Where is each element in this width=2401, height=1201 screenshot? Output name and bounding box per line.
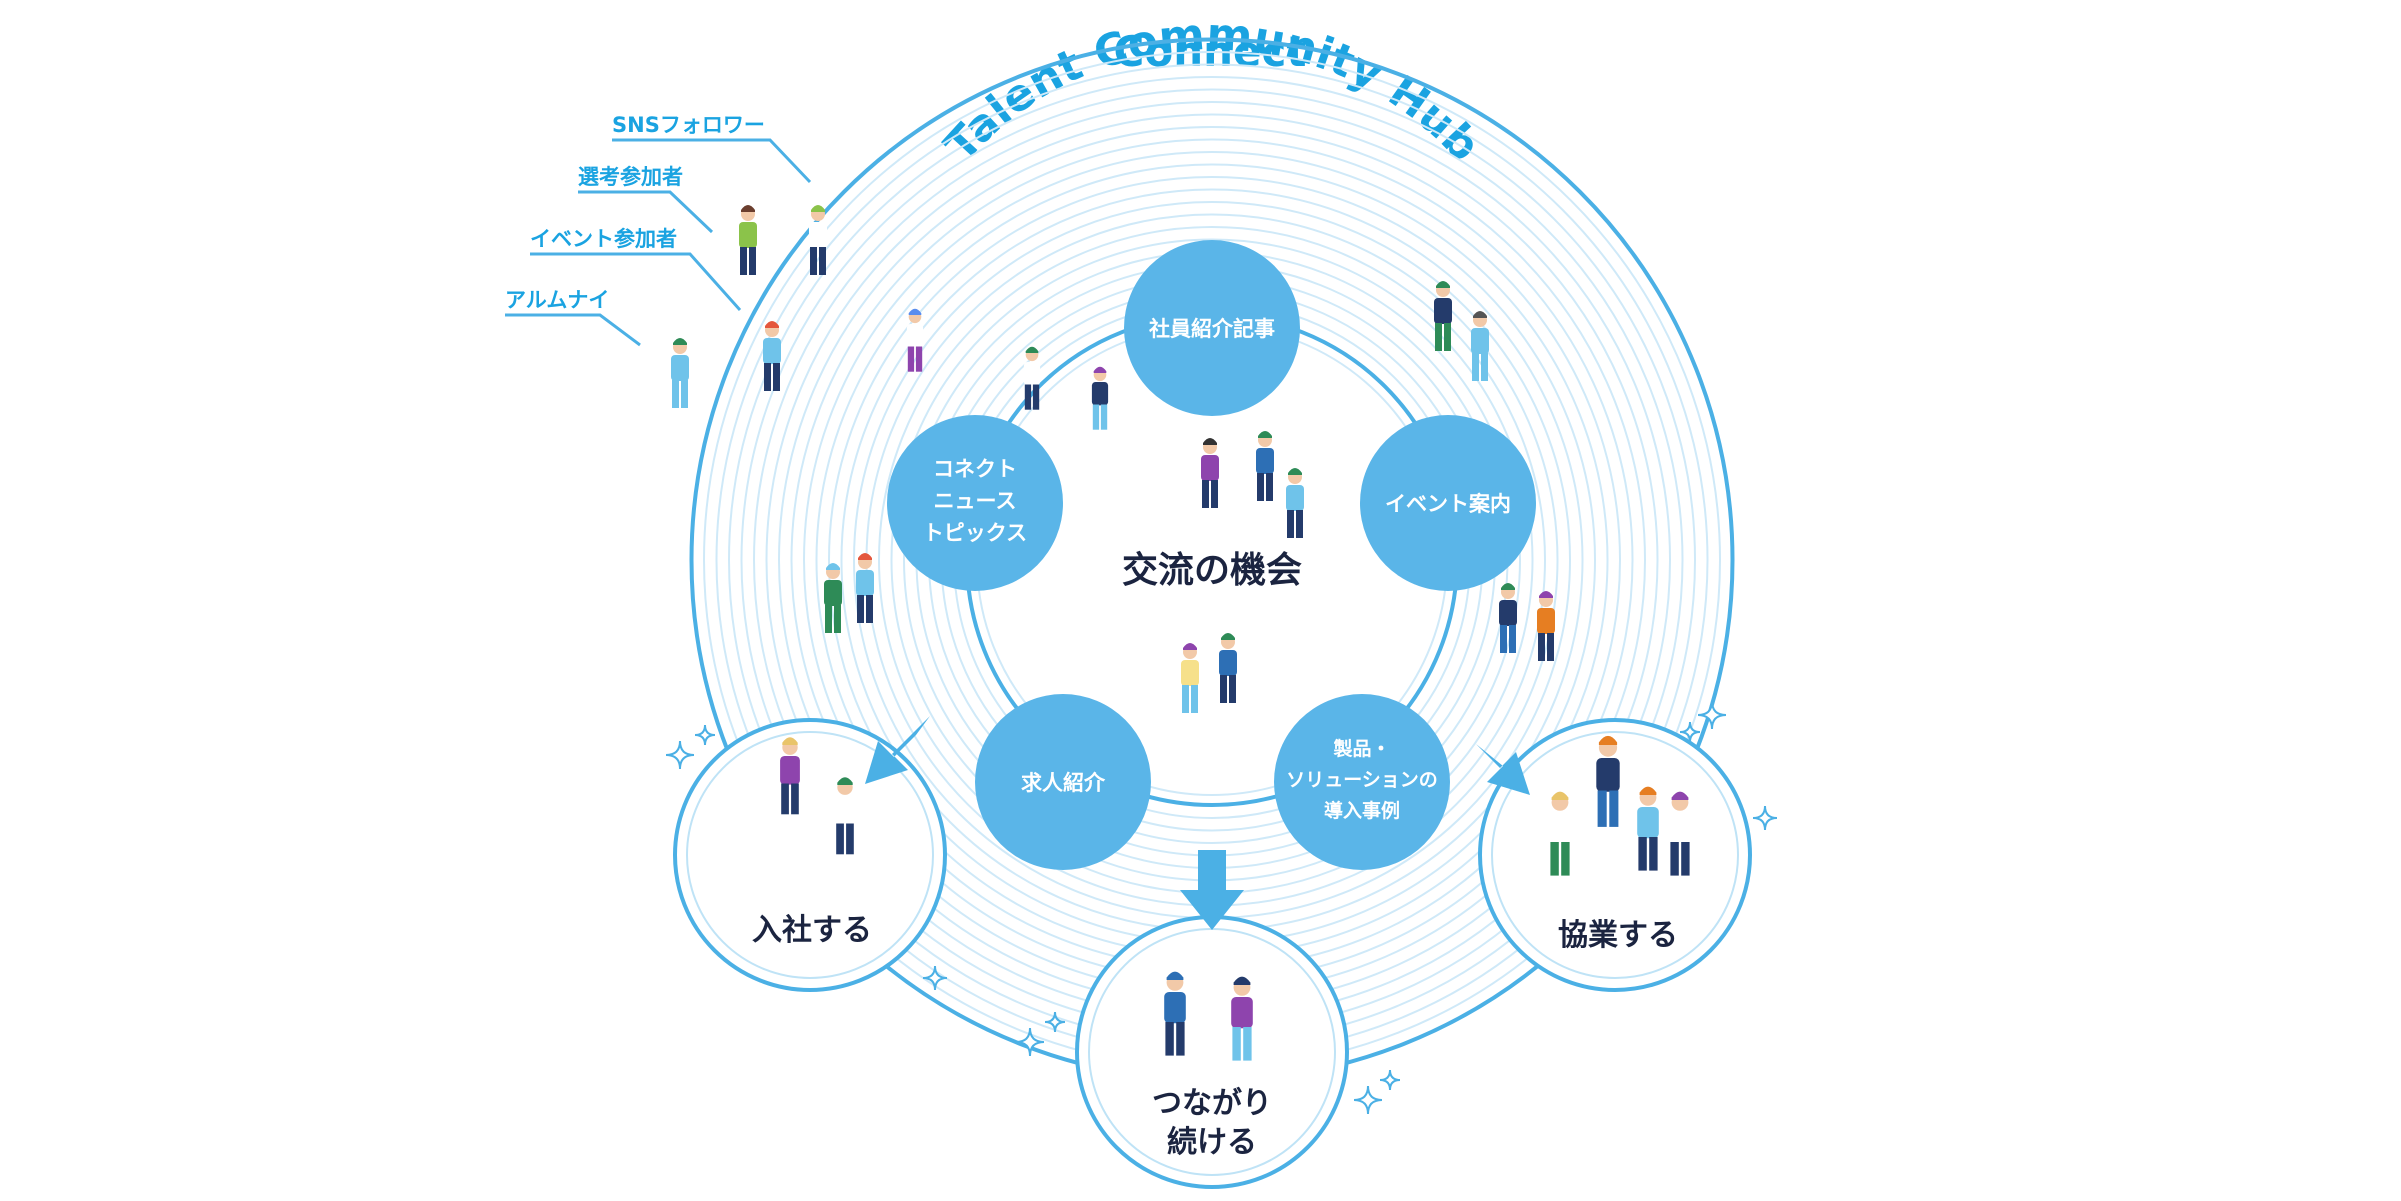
person-icon <box>763 321 781 391</box>
sparkle-icon <box>922 965 948 991</box>
person-icon <box>1471 311 1489 381</box>
person-icon <box>1286 468 1304 538</box>
inner-ring-fill <box>977 325 1447 795</box>
center-label: 交流の機会 <box>1122 549 1302 591</box>
person-icon <box>1219 633 1237 703</box>
sparkle-icon <box>1752 805 1778 831</box>
person-icon <box>824 563 842 633</box>
arrow-down <box>1180 850 1244 930</box>
person-icon <box>1669 791 1691 876</box>
person-icon <box>739 205 757 275</box>
person-icon <box>809 205 827 275</box>
sparkles <box>665 700 1778 1115</box>
sparkle-icon <box>1044 1011 1066 1033</box>
person-icon <box>1499 583 1517 653</box>
person-icon <box>1231 976 1253 1061</box>
outcome-join-circle <box>673 718 947 992</box>
person-icon <box>1181 643 1199 713</box>
sparkle-icon <box>1015 1027 1045 1057</box>
person-icon <box>835 777 855 855</box>
outcome-connect-label-1: つながり <box>1152 1086 1272 1121</box>
sparkle-icon <box>665 740 695 770</box>
source-sns-followers: SNSフォロワー <box>612 113 765 137</box>
outcome-join-label: 入社する <box>752 913 872 948</box>
person-icon <box>1256 431 1274 501</box>
person-icon <box>1537 591 1555 661</box>
outcome-connect-label-2: 続ける <box>1167 1125 1257 1160</box>
sparkle-icon <box>1379 1069 1401 1091</box>
sparkle-icon <box>1679 721 1701 743</box>
hub-label-connect-news-1: コネクト <box>933 457 1017 481</box>
source-alumni: アルムナイ <box>505 288 609 312</box>
hub-label-case-studies-2: ソリューションの <box>1286 769 1438 791</box>
hub-label-event-info: イベント案内 <box>1385 492 1511 516</box>
hub-label-employee-articles: 社員紹介記事 <box>1148 317 1275 341</box>
person-icon <box>856 553 874 623</box>
hub-event-info <box>1360 415 1536 591</box>
person-icon <box>1637 786 1659 871</box>
sparkle-icon <box>1697 700 1727 730</box>
person-icon <box>1549 791 1571 876</box>
source-event-participants: イベント参加者 <box>530 227 677 251</box>
hub-job-intro <box>975 694 1151 870</box>
people-illustrations <box>671 205 1691 1061</box>
hub-label-case-studies-1: 製品・ <box>1332 738 1390 760</box>
outcome-collab-circle <box>1478 718 1752 992</box>
hub-connect-news <box>887 415 1063 591</box>
hub-label-connect-news-2: ニュース <box>934 489 1017 513</box>
outcome-collab-label: 協業する <box>1558 918 1678 953</box>
source-lines <box>505 138 812 347</box>
hub-label-case-studies-3: 導入事例 <box>1324 799 1400 822</box>
hub-case-studies <box>1274 694 1450 870</box>
hub-label-connect-news-3: トピックス <box>923 521 1027 545</box>
person-icon <box>780 737 800 815</box>
hub-employee-articles <box>1124 240 1300 416</box>
person-icon <box>1023 346 1041 410</box>
person-icon <box>1434 281 1452 351</box>
person-icon <box>1596 735 1620 827</box>
sparkle-icon <box>694 724 716 746</box>
person-icon <box>1091 366 1109 430</box>
person-icon <box>1201 438 1219 508</box>
arrow-down-right <box>1462 730 1530 795</box>
person-icon <box>906 308 924 372</box>
person-icon <box>1164 971 1186 1056</box>
arrow-down-left <box>865 716 930 784</box>
person-icon <box>671 338 689 408</box>
source-selection-participants: 選考参加者 <box>578 165 683 189</box>
hub-label-job-intro: 求人紹介 <box>1021 771 1106 795</box>
sparkle-icon <box>1353 1085 1383 1115</box>
